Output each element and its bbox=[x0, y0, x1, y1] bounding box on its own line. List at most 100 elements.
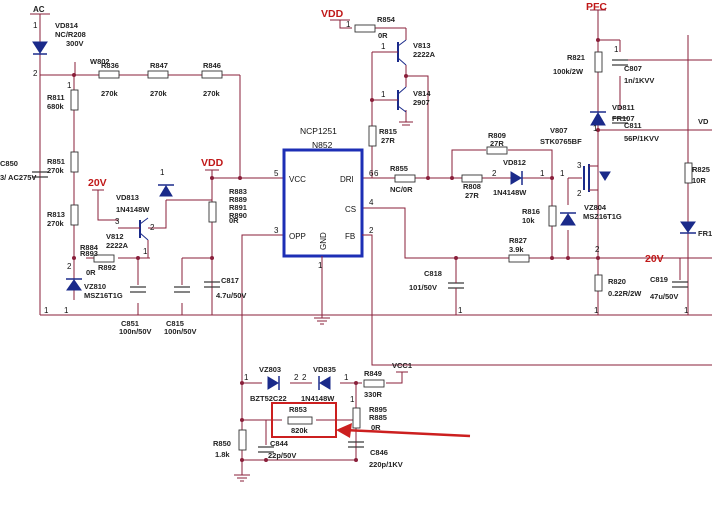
resistor-r813 bbox=[70, 204, 79, 226]
diode-vd814 bbox=[32, 41, 48, 54]
svg-text:1n/1KVV: 1n/1KVV bbox=[624, 76, 654, 85]
svg-text:R890: R890 bbox=[229, 211, 247, 220]
resistor-r821 bbox=[594, 51, 603, 73]
label-20v-right: 20V bbox=[645, 253, 664, 265]
svg-text:1N4148W: 1N4148W bbox=[493, 188, 527, 197]
svg-text:C819: C819 bbox=[650, 275, 668, 284]
svg-text:NC/0R: NC/0R bbox=[390, 185, 413, 194]
svg-text:VZ810: VZ810 bbox=[84, 282, 106, 291]
svg-text:R815: R815 bbox=[379, 127, 397, 136]
svg-text:1: 1 bbox=[350, 395, 355, 404]
svg-text:1: 1 bbox=[458, 306, 463, 315]
svg-text:680k: 680k bbox=[47, 102, 65, 111]
svg-text:C815: C815 bbox=[166, 319, 184, 328]
svg-text:2: 2 bbox=[302, 373, 307, 382]
svg-text:C807: C807 bbox=[624, 64, 642, 73]
svg-text:V812: V812 bbox=[106, 232, 124, 241]
svg-text:1: 1 bbox=[614, 45, 619, 54]
svg-text:NC/R208: NC/R208 bbox=[55, 30, 86, 39]
capacitor-c811 bbox=[612, 117, 628, 124]
diode-vd835 bbox=[319, 376, 331, 390]
resistor-r850 bbox=[238, 429, 247, 451]
mosfet-v807 bbox=[583, 155, 611, 192]
transistor-v812 bbox=[118, 217, 149, 258]
svg-text:R836: R836 bbox=[101, 61, 119, 70]
capacitor-c819 bbox=[672, 281, 688, 288]
svg-text:10R: 10R bbox=[692, 176, 706, 185]
svg-text:R889: R889 bbox=[229, 195, 247, 204]
svg-text:R825: R825 bbox=[692, 165, 710, 174]
svg-text:0R: 0R bbox=[378, 31, 388, 40]
resistor-r851 bbox=[70, 151, 79, 173]
svg-text:FR1: FR1 bbox=[698, 229, 712, 238]
svg-text:1.8k: 1.8k bbox=[215, 450, 230, 459]
svg-text:1: 1 bbox=[33, 21, 38, 30]
svg-text:10k: 10k bbox=[522, 216, 535, 225]
svg-text:C818: C818 bbox=[424, 269, 442, 278]
label-vdd-mid: VDD bbox=[201, 157, 224, 169]
svg-text:V813: V813 bbox=[413, 41, 431, 50]
svg-text:1: 1 bbox=[560, 169, 565, 178]
svg-text:2: 2 bbox=[294, 373, 299, 382]
svg-text:R813: R813 bbox=[47, 210, 65, 219]
svg-text:2: 2 bbox=[577, 189, 582, 198]
transistors bbox=[118, 39, 611, 258]
svg-text:6: 6 bbox=[374, 169, 379, 178]
svg-text:R808: R808 bbox=[463, 182, 481, 191]
capacitor-c817 bbox=[204, 281, 220, 288]
svg-text:2907: 2907 bbox=[413, 98, 430, 107]
svg-text:0R: 0R bbox=[86, 268, 96, 277]
svg-text:V807: V807 bbox=[550, 126, 568, 135]
svg-text:300V: 300V bbox=[66, 39, 84, 48]
labels: AC VDD VDD PFC 20V 20V VCC1 NCP1251 N852… bbox=[0, 1, 712, 469]
diode-vd811 bbox=[590, 112, 606, 126]
capacitor-c844 bbox=[258, 446, 274, 453]
svg-text:101/50V: 101/50V bbox=[409, 283, 437, 292]
svg-text:C817: C817 bbox=[221, 276, 239, 285]
resistor-r825 bbox=[684, 162, 693, 184]
svg-text:820k: 820k bbox=[291, 426, 309, 435]
svg-text:270k: 270k bbox=[47, 166, 65, 175]
svg-text:3: 3 bbox=[115, 217, 120, 226]
resistor-r816 bbox=[548, 205, 557, 227]
svg-text:27R: 27R bbox=[381, 136, 395, 145]
svg-text:C811: C811 bbox=[624, 121, 642, 130]
junction-dots bbox=[72, 38, 600, 462]
svg-text:R893: R893 bbox=[80, 249, 98, 258]
svg-text:R849: R849 bbox=[364, 369, 382, 378]
zener-vz803 bbox=[267, 376, 279, 390]
resistor-r847 bbox=[147, 70, 169, 79]
label-pfc: PFC bbox=[586, 1, 607, 13]
svg-text:VD812: VD812 bbox=[503, 158, 526, 167]
svg-text:VD811: VD811 bbox=[612, 103, 635, 112]
svg-text:1: 1 bbox=[143, 247, 148, 256]
svg-text:1: 1 bbox=[344, 373, 349, 382]
svg-text:R885: R885 bbox=[369, 413, 387, 422]
svg-text:270k: 270k bbox=[150, 89, 168, 98]
capacitor-c850 bbox=[32, 171, 48, 178]
ic-pin-fb: FB bbox=[345, 232, 355, 241]
svg-text:V814: V814 bbox=[413, 89, 431, 98]
svg-text:R883: R883 bbox=[229, 187, 247, 196]
resistor-r849 bbox=[363, 379, 385, 388]
svg-text:BZT52C22: BZT52C22 bbox=[250, 394, 287, 403]
svg-text:C851: C851 bbox=[121, 319, 139, 328]
ic-pin-vcc: VCC bbox=[289, 175, 306, 184]
